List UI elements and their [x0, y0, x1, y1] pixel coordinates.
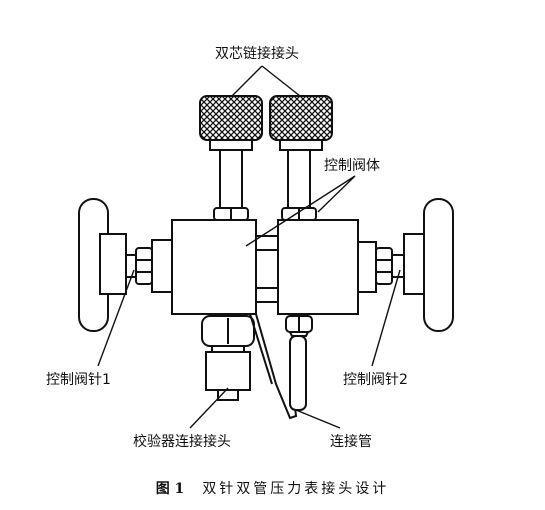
top-nut-left — [213, 207, 249, 221]
stem-left — [219, 149, 243, 211]
handwheel-right — [423, 198, 454, 332]
knurled-knob-right — [269, 95, 333, 151]
valve-block-right — [277, 219, 359, 315]
label-control-valve-body: 控制阀体 — [324, 158, 380, 174]
needle-nut-right — [375, 247, 393, 285]
valve-block-left — [171, 219, 257, 315]
leader-valve-body — [245, 175, 356, 247]
bottom-nut — [201, 315, 255, 347]
label-control-valve-needle-1: 控制阀针1 — [46, 372, 111, 388]
calibrator-connector-body — [205, 351, 251, 391]
top-nut-right — [281, 207, 317, 221]
center-coupling-bottom — [255, 287, 279, 303]
pipe-right — [289, 335, 307, 411]
leader-dual-core — [231, 65, 301, 97]
needle-flange-left — [99, 233, 127, 295]
figure-title: 双针双管压力表接头设计 — [202, 481, 390, 497]
leader-needle-2 — [371, 269, 401, 367]
leader-needle-1 — [97, 269, 135, 367]
label-calibrator-connector: 校验器连接接头 — [133, 433, 231, 450]
knurled-knob-left — [199, 95, 263, 151]
needle-rod-right — [391, 254, 405, 278]
needle-collar-left — [151, 239, 173, 293]
label-dual-core-connector: 双芯链接接头 — [215, 45, 299, 62]
figure-caption: 图 1 双针双管压力表接头设计 — [0, 478, 545, 498]
figure-number: 图 1 — [155, 481, 185, 497]
stem-right — [287, 149, 311, 211]
leader-pipe — [295, 409, 341, 429]
label-control-valve-needle-2: 控制阀针2 — [343, 372, 408, 388]
pressure-gauge-connector-diagram: 双芯链接接头 控制阀体 控制阀针1 控制阀针2 校验器连接接头 连接管 — [46, 45, 454, 450]
needle-nut-left — [135, 247, 153, 285]
pipe-fitting-right — [285, 315, 313, 333]
leader-calibrator — [189, 387, 229, 429]
calibrator-connector-tip — [217, 389, 239, 401]
needle-collar-right — [357, 241, 377, 293]
label-connecting-pipe: 连接管 — [330, 433, 372, 450]
